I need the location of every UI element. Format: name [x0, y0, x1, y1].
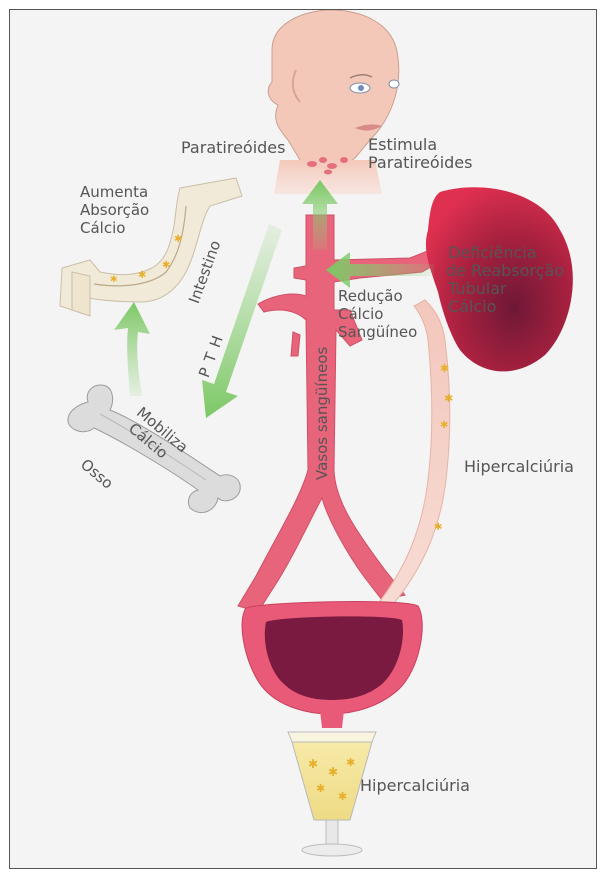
arrow-bone-to-intestine: [114, 302, 150, 396]
svg-text:✱: ✱: [328, 765, 338, 779]
label-deficiencia-line1: Deficiência: [448, 244, 537, 261]
diagram-frame: ✱ ✱ ✱ ✱ ✱ ✱ ✱ ✱ ✱ ✱ ✱: [9, 9, 597, 869]
label-hipercalciuria-kidney: Hipercalciúria: [464, 458, 574, 475]
label-hipercalciuria-glass: Hipercalciúria: [360, 777, 470, 794]
label-aumenta-line3: Cálcio: [80, 220, 125, 237]
svg-text:✱: ✱: [110, 275, 118, 285]
svg-text:✱: ✱: [434, 522, 442, 533]
label-deficiencia-line2: de Reabsorção: [446, 262, 564, 279]
label-estimula-line1: Estimula: [368, 136, 437, 153]
svg-text:✱: ✱: [338, 790, 347, 803]
svg-text:✱: ✱: [440, 362, 449, 375]
label-deficiencia-line4: Cálcio: [448, 298, 496, 315]
svg-text:✱: ✱: [316, 782, 325, 795]
svg-text:✱: ✱: [346, 756, 355, 769]
label-paratireoides: Paratireóides: [181, 139, 285, 156]
svg-text:✱: ✱: [174, 234, 182, 245]
label-vasos-sanguineos: Vasos sangüíneos: [314, 347, 331, 480]
ureter: ✱ ✱ ✱ ✱: [376, 300, 453, 608]
label-estimula-line2: Paratireóides: [368, 154, 472, 171]
label-reducao-line1: Redução: [338, 288, 403, 305]
bladder-illustration: [242, 602, 422, 728]
svg-text:✱: ✱: [440, 420, 448, 431]
svg-text:✱: ✱: [138, 270, 146, 281]
label-reducao-line2: Cálcio: [338, 306, 383, 323]
label-reducao-line3: Sangüíneo: [338, 324, 417, 341]
svg-text:✱: ✱: [444, 392, 453, 405]
svg-text:✱: ✱: [162, 260, 170, 271]
label-aumenta-line2: Absorção: [80, 202, 149, 219]
svg-text:✱: ✱: [308, 757, 318, 771]
label-aumenta-line1: Aumenta: [80, 184, 148, 201]
calcium-regulation-diagram: ✱ ✱ ✱ ✱ ✱ ✱ ✱ ✱ ✱ ✱ ✱: [10, 10, 596, 868]
label-deficiencia-line3: Tubular: [448, 280, 507, 297]
